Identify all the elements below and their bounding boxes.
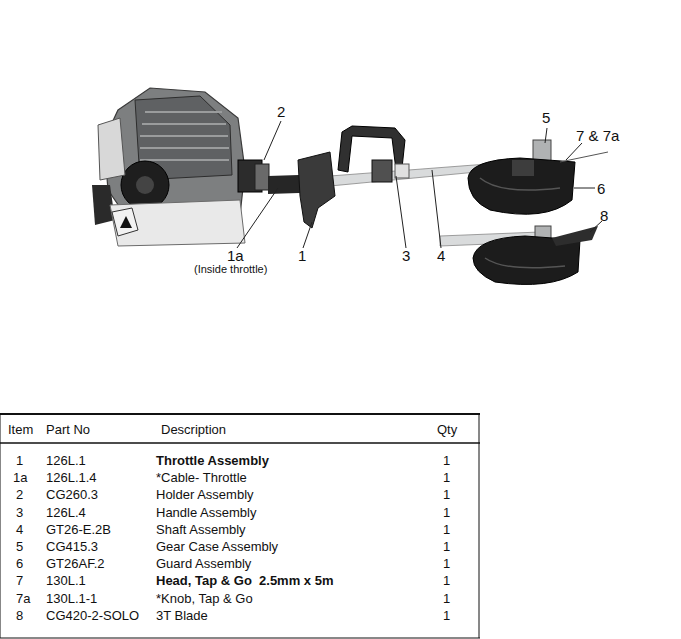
trimmer-blade-head — [440, 226, 598, 284]
table-cell: 7a — [16, 592, 30, 607]
table-cell: 126L.1 — [46, 454, 86, 469]
trimmer-head — [468, 140, 608, 214]
table-cell: 8 — [16, 609, 23, 624]
table-cell: 3 — [16, 506, 23, 521]
table-cell: GT26AF.2 — [46, 557, 105, 572]
table-cell: Head, Tap & Go 2.5mm x 5m — [156, 574, 333, 589]
table-header: Item — [8, 423, 33, 438]
table-cell: *Knob, Tap & Go — [156, 592, 253, 607]
callout-number: (Inside throttle) — [194, 263, 267, 276]
table-cell: Throttle Assembly — [156, 454, 269, 469]
table-cell: 6 — [16, 557, 23, 572]
table-cell: 1 — [443, 471, 450, 486]
table-cell: 1 — [443, 557, 450, 572]
table-cell: 1 — [443, 454, 450, 469]
table-cell: 130L.1 — [46, 574, 86, 589]
table-cell: CG260.3 — [46, 488, 98, 503]
table-header: Description — [161, 423, 226, 438]
table-header: Qty — [437, 423, 457, 438]
table-cell: Holder Assembly — [156, 488, 254, 503]
table-cell: 2 — [16, 488, 23, 503]
table-cell: *Cable- Throttle — [156, 471, 247, 486]
table-cell: 1 — [443, 592, 450, 607]
table-rules — [0, 414, 480, 638]
table-cell: 1 — [443, 506, 450, 521]
table-cell: 1a — [13, 471, 27, 486]
table-header: Part No — [46, 423, 90, 438]
table-cell: Handle Assembly — [156, 506, 256, 521]
callout-number: 7 & 7a — [576, 127, 619, 144]
table-cell: GT26-E.2B — [46, 523, 111, 538]
callout-number: 2 — [277, 103, 285, 120]
callout-number: 1a — [227, 247, 244, 264]
table-cell: 1 — [443, 609, 450, 624]
callout-number: 1 — [298, 247, 306, 264]
callout-number: 8 — [600, 207, 608, 224]
callout-number: 6 — [597, 180, 605, 197]
table-cell: Shaft Assembly — [156, 523, 246, 538]
table-cell: Gear Case Assembly — [156, 540, 278, 555]
table-cell: 1 — [443, 523, 450, 538]
table-cell: 3T Blade — [156, 609, 208, 624]
trimmer-engine — [92, 88, 269, 246]
table-cell: 1 — [443, 540, 450, 555]
table-cell: 4 — [16, 523, 23, 538]
table-cell: CG420-2-SOLO — [46, 609, 139, 624]
table-cell: 1 — [443, 574, 450, 589]
table-cell: CG415.3 — [46, 540, 98, 555]
callout-number: 4 — [437, 247, 445, 264]
table-cell: 126L.1.4 — [46, 471, 97, 486]
table-cell: 130L.1-1 — [46, 592, 97, 607]
table-cell: 5 — [16, 540, 23, 555]
callout-number: 5 — [542, 109, 550, 126]
table-cell: 126L.4 — [46, 506, 86, 521]
table-cell: 1 — [443, 488, 450, 503]
callout-number: 3 — [402, 247, 410, 264]
table-cell: 1 — [16, 454, 23, 469]
leader-lines — [237, 121, 602, 248]
table-cell: 7 — [16, 574, 23, 589]
table-cell: Guard Assembly — [156, 557, 251, 572]
